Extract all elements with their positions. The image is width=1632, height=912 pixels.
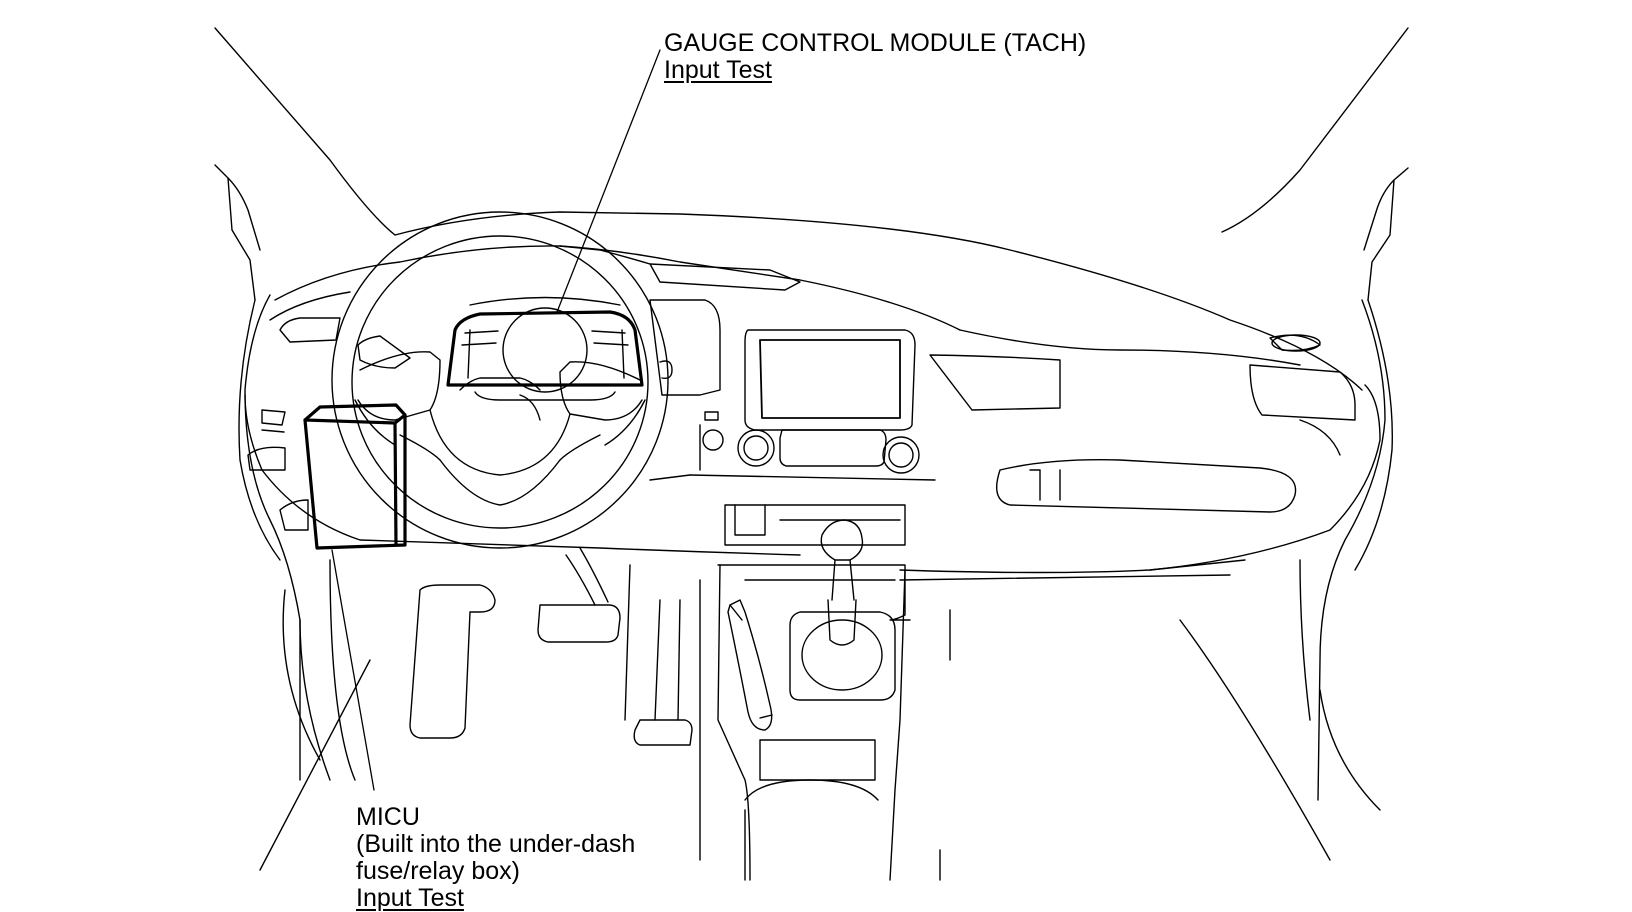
micu-callout-title: MICU xyxy=(356,803,420,831)
center-console xyxy=(717,519,911,881)
leader-lines xyxy=(331,49,661,791)
micu-callout: MICU (Built into the under-dash fuse/rel… xyxy=(356,804,635,912)
dash-outline xyxy=(244,211,1381,581)
micu-callout-line2: fuse/relay box) xyxy=(356,857,520,885)
parking-brake xyxy=(727,599,773,731)
a-pillars xyxy=(214,27,1409,301)
left-vents xyxy=(247,317,341,531)
floor-lines xyxy=(259,559,1331,881)
gauge-input-test-link[interactable]: Input Test xyxy=(664,56,772,84)
gauge-callout-title: GAUGE CONTROL MODULE (TACH) xyxy=(664,29,1087,57)
gauge-control-module-callout: GAUGE CONTROL MODULE (TACH) Input Test xyxy=(664,30,1086,84)
steering-wheel xyxy=(331,211,669,549)
micu-input-test-link[interactable]: Input Test xyxy=(356,884,464,912)
pedals xyxy=(409,547,693,746)
center-stack xyxy=(649,299,1061,546)
passenger-dash xyxy=(996,364,1356,513)
micu-box xyxy=(303,403,407,550)
micu-callout-line1: (Built into the under-dash xyxy=(356,830,636,858)
gauge-cluster xyxy=(446,296,673,401)
door-panels xyxy=(238,294,1393,811)
